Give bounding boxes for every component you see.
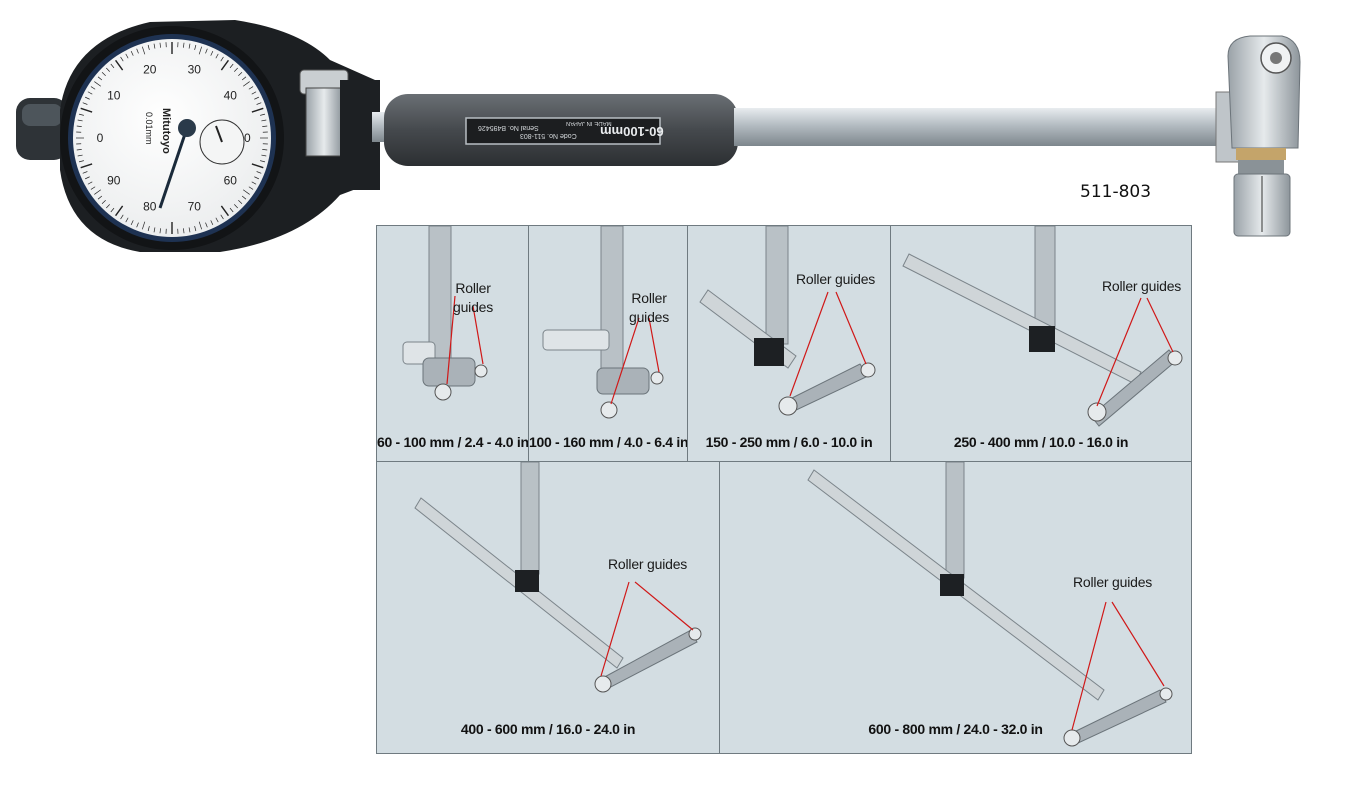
measuring-head bbox=[1215, 35, 1301, 237]
grip-handle bbox=[384, 94, 738, 166]
model-number: 511-803 bbox=[1080, 182, 1152, 202]
roller-guides-label: Roller guides bbox=[629, 290, 670, 325]
roller-guides-label: Roller guides bbox=[796, 271, 876, 287]
dial-number: 30 bbox=[188, 63, 202, 77]
clamp-block bbox=[299, 69, 386, 190]
range-caption: 250 - 400 mm / 10.0 - 16.0 in bbox=[953, 434, 1129, 450]
range-panel-250-400: Roller guides 250 - 400 mm / 10.0 - 16.0… bbox=[890, 225, 1192, 462]
probe-head-illustration bbox=[414, 462, 702, 693]
range-panels-grid: Roller guides 60 - 100 mm / 2.4 - 4.0 in… bbox=[376, 225, 1192, 754]
extension-rod bbox=[734, 108, 1224, 146]
range-caption: 400 - 600 mm / 16.0 - 24.0 in bbox=[460, 721, 636, 737]
range-caption: 600 - 800 mm / 24.0 - 32.0 in bbox=[868, 721, 1043, 737]
dial-number: 40 bbox=[224, 89, 238, 103]
bore-gauge-illustration: 0102030405060708090 bbox=[16, 20, 1301, 252]
range-caption: 100 - 160 mm / 4.0 - 6.4 in bbox=[529, 434, 688, 450]
range-panel-400-600: Roller guides 400 - 600 mm / 16.0 - 24.0… bbox=[376, 461, 720, 754]
roller-guides-label: Roller guides bbox=[608, 556, 688, 572]
grip-code-label: Code No. 511-803 bbox=[520, 132, 577, 139]
range-caption: 150 - 250 mm / 6.0 - 10.0 in bbox=[705, 434, 873, 450]
grip-range-label: 60-100mm bbox=[600, 124, 664, 139]
range-panel-60-100: Roller guides 60 - 100 mm / 2.4 - 4.0 in bbox=[376, 225, 529, 462]
probe-head-illustration bbox=[807, 462, 1173, 747]
probe-head-illustration bbox=[402, 226, 488, 401]
dial-number: 20 bbox=[143, 63, 157, 77]
roller-guides-label: Roller guides bbox=[453, 280, 494, 315]
range-panel-600-800: Roller guides 600 - 800 mm / 24.0 - 32.0… bbox=[719, 461, 1192, 754]
dial-number: 60 bbox=[224, 173, 238, 187]
probe-head-illustration bbox=[902, 226, 1183, 427]
dial-resolution-label: 0.01mm bbox=[144, 112, 154, 145]
range-caption: 60 - 100 mm / 2.4 - 4.0 in bbox=[377, 434, 529, 450]
dial-number: 0 bbox=[97, 131, 104, 145]
dial-number: 70 bbox=[188, 199, 202, 213]
dial-number: 10 bbox=[107, 89, 121, 103]
roller-guides-label: Roller guides bbox=[1073, 574, 1153, 590]
grip-origin-label: MADE IN JAPAN bbox=[566, 120, 612, 126]
probe-head-illustration bbox=[699, 226, 876, 416]
dial-back-knob bbox=[16, 98, 68, 160]
range-panel-100-160: Roller guides 100 - 160 mm / 4.0 - 6.4 i… bbox=[528, 225, 688, 462]
dial-number: 80 bbox=[143, 199, 157, 213]
dial-number: 90 bbox=[107, 173, 121, 187]
grip-serial-label: Serial No. B495426 bbox=[478, 124, 539, 131]
range-panel-150-250: Roller guides 150 - 250 mm / 6.0 - 10.0 … bbox=[687, 225, 891, 462]
dial-brand-label: Mitutoyo bbox=[160, 108, 172, 154]
roller-guides-label: Roller guides bbox=[1102, 278, 1182, 294]
probe-head-illustration bbox=[542, 226, 664, 419]
